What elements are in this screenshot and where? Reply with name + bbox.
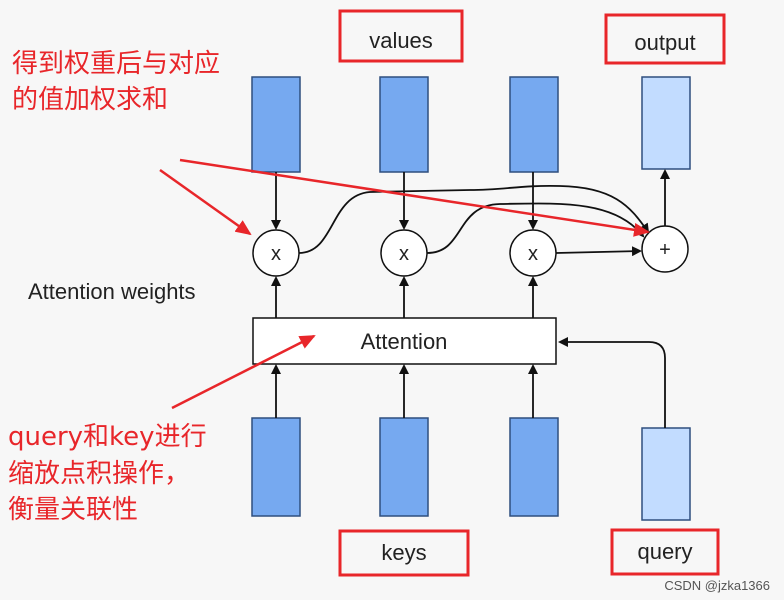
value-vector-2 (379, 76, 429, 173)
annotation-top-line-1: 得到权重后与对应 (12, 49, 220, 79)
output-highlight-box (604, 13, 726, 65)
values-highlight-box (338, 9, 464, 63)
keys-highlight-box (338, 529, 470, 577)
key-vector-3 (509, 417, 559, 517)
annotation-top-line-2: 的值加权求和 (12, 85, 168, 115)
curve-mul1-to-add (298, 184, 650, 254)
annotation-bottom-line-2: 缩放点积操作， (8, 459, 190, 489)
values-label: values (369, 28, 433, 53)
key-vector-2 (379, 417, 429, 517)
arrow-mul3-to-add (555, 246, 642, 257)
query-label: query (637, 539, 692, 564)
multiply-node-1-symbol: x (271, 243, 281, 265)
keys-label: keys (381, 540, 426, 565)
annotation-bottom-line-1: query和key进行 (8, 422, 207, 452)
attention-box-label: Attention (361, 329, 448, 354)
output-label: output (634, 30, 695, 55)
arrow-query-to-attn (558, 337, 666, 428)
key-vector-1 (251, 417, 301, 517)
annotation-bottom-line-3: 衡量关联性 (8, 495, 138, 525)
value-vector-3 (509, 76, 559, 173)
multiply-node-3-symbol: x (528, 243, 538, 265)
watermark: CSDN @jzka1366 (664, 578, 770, 593)
curve-mul2-to-add (426, 202, 645, 254)
red-arrow-to-add (179, 158, 650, 237)
attention-weights-label: Attention weights (28, 279, 196, 304)
output-vector (641, 76, 691, 170)
query-highlight-box (610, 528, 720, 576)
red-arrow-to-attention (171, 334, 316, 410)
red-arrow-to-mul1 (159, 168, 252, 236)
multiply-node-2-symbol: x (399, 243, 409, 265)
query-vector (641, 427, 691, 521)
value-vector-1 (251, 76, 301, 173)
add-node-symbol: + (659, 239, 671, 261)
